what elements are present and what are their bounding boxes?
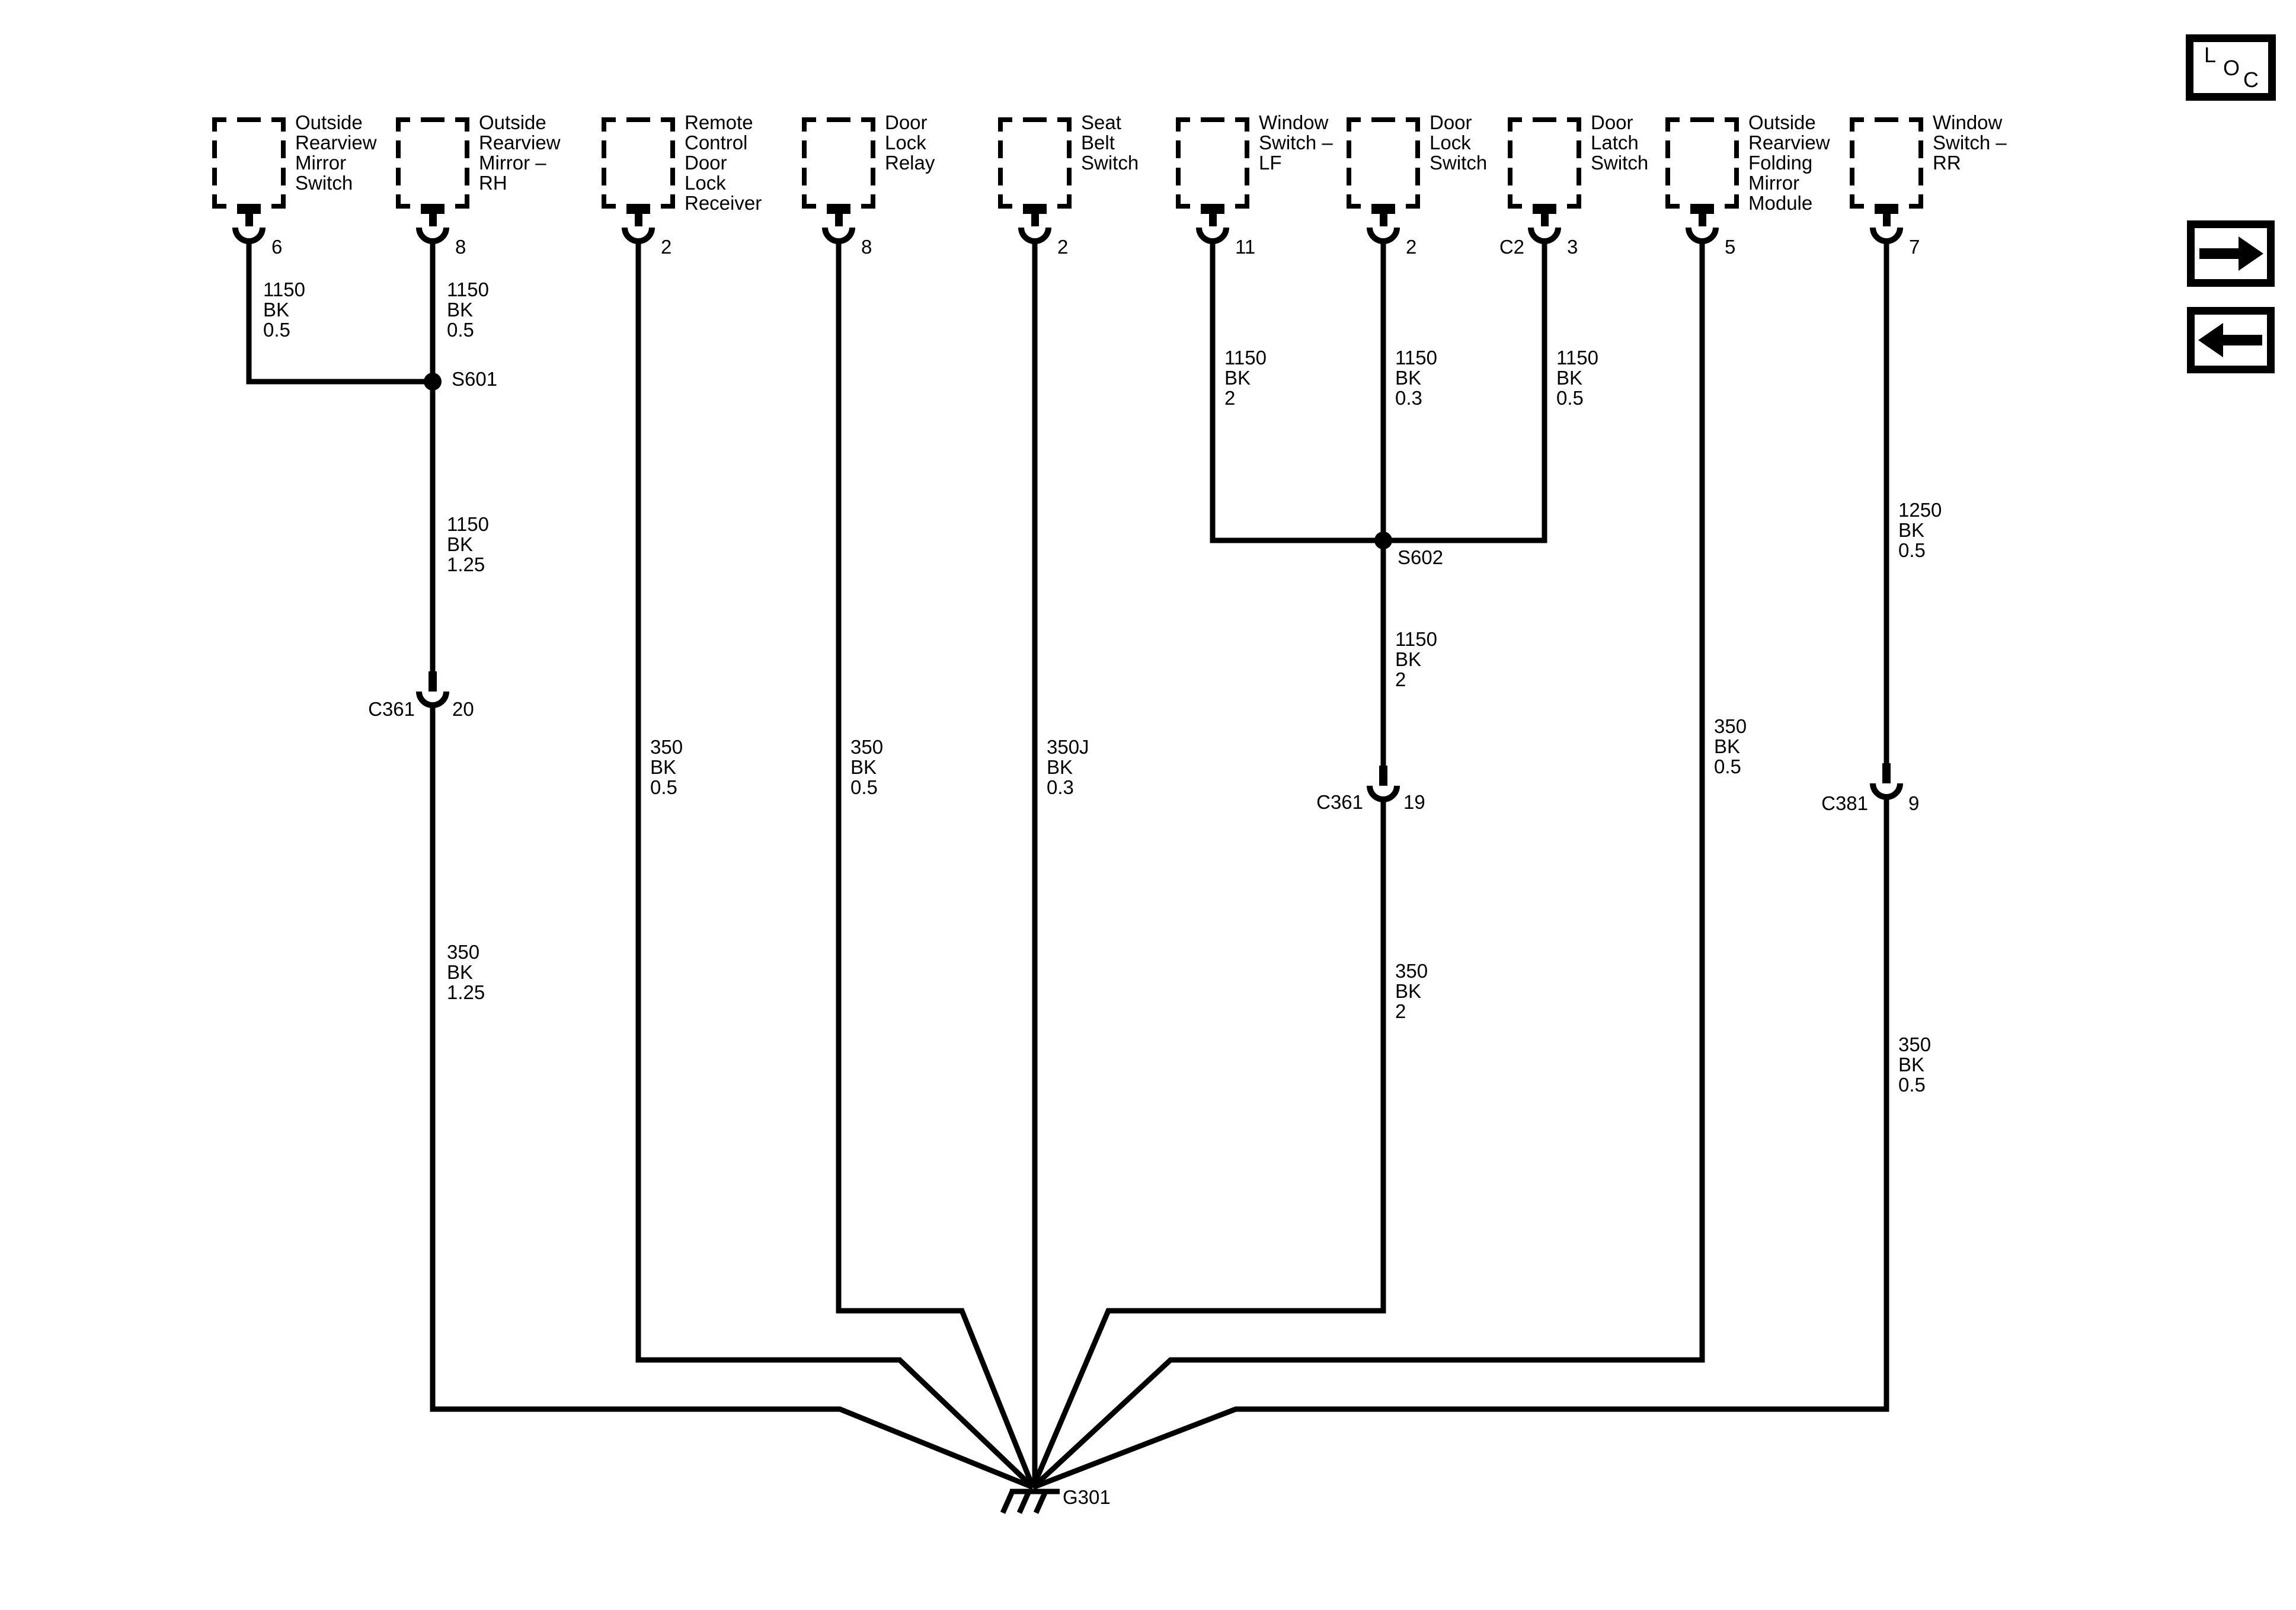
pin-icon-2: [419, 207, 446, 241]
component-label: Door Latch Switch: [1591, 111, 1649, 174]
wire-door-latch-to-s602: [1383, 240, 1547, 543]
component-box-window-switch-rr: [1852, 120, 1921, 206]
component-box-outside-rearview-folding-mirror-module: [1668, 120, 1737, 206]
ground-label-g301: G301: [1063, 1486, 1111, 1508]
inline-connector-icon-c361-20: [419, 671, 446, 705]
wire-label: 350 BK 0.5: [1898, 1033, 1932, 1096]
wire-c381-9-to-ground: [1032, 797, 1889, 1490]
wire-label: 350 BK 0.5: [850, 736, 884, 798]
component-box-seat-belt-switch: [1000, 120, 1069, 206]
wire-label: 1250 BK 0.5: [1898, 499, 1942, 561]
pin-icon-6: [1199, 207, 1226, 241]
component-box-door-lock-switch: [1349, 120, 1418, 206]
splice-dot-s602: [1374, 532, 1392, 549]
pin-number: 8: [455, 236, 466, 258]
pin-icon-4: [825, 207, 852, 241]
ground-icon: [1000, 1489, 1060, 1514]
splice-label-s602: S602: [1398, 546, 1444, 568]
inline-connector-name: C381: [1821, 792, 1868, 814]
wire-window-lf-to-s602: [1210, 240, 1383, 543]
right-arrow-icon: [2199, 236, 2263, 271]
inline-connector-pin: 19: [1403, 791, 1425, 813]
pin-icon-3: [625, 207, 652, 241]
component-label: Window Switch – RR: [1933, 111, 2007, 174]
wire-label: 350 BK 2: [1395, 960, 1428, 1022]
wire-label: 1150 BK 0.3: [1395, 347, 1437, 409]
component-label: Outside Rearview Folding Mirror Module: [1748, 111, 1830, 214]
component-box-door-latch-switch: [1510, 120, 1579, 206]
component-box-outside-rearview-mirror-rh: [398, 120, 467, 206]
component-box-remote-control-door-lock-receiver: [604, 120, 673, 206]
inline-connector-pin: 20: [452, 698, 474, 720]
connector-id-label: C2: [1499, 236, 1524, 258]
wire-seat-belt-switch-to-ground: [1031, 240, 1038, 1490]
wire-door-lock-relay-to-ground: [836, 240, 1036, 1489]
loc-button[interactable]: L O C: [2186, 34, 2276, 101]
component-box-door-lock-relay: [804, 120, 873, 206]
component-box-outside-rearview-mirror-switch: [215, 120, 283, 206]
loc-letter-c: C: [2243, 68, 2259, 92]
component-label: Outside Rearview Mirror – RH: [479, 111, 561, 194]
pin-icon-10: [1873, 207, 1900, 241]
wire-label: 1150 BK 0.5: [1556, 347, 1598, 409]
wire-label: 1150 BK 0.5: [447, 279, 489, 341]
wire-label: 1150 BK 2: [1224, 347, 1267, 409]
wire-c361-19-to-ground: [1030, 799, 1386, 1489]
pin-icon-5: [1021, 207, 1048, 241]
component-label: Window Switch – LF: [1259, 111, 1333, 174]
pin-number: 6: [271, 236, 283, 258]
pin-number: 8: [861, 236, 872, 258]
wire-label: 1150 BK 1.25: [447, 513, 489, 575]
wire-label: 350 BK 0.5: [1714, 715, 1747, 777]
loc-letter-o: O: [2223, 56, 2240, 80]
component-label: Door Lock Relay: [885, 111, 935, 174]
wire-label: 1150 BK 0.5: [263, 279, 305, 341]
wire-label: 350 BK 0.5: [650, 736, 683, 798]
wire-mirror-switch-to-s601: [246, 240, 435, 385]
inline-connector-icon-c361-19: [1370, 766, 1397, 799]
loc-letter-l: L: [2204, 43, 2217, 67]
wire-folding-mirror-module-to-ground: [1031, 240, 1705, 1490]
pin-number: 5: [1725, 236, 1736, 258]
component-label: Outside Rearview Mirror Switch: [295, 111, 377, 194]
inline-connector-name: C361: [368, 698, 415, 720]
nav-forward-button[interactable]: [2187, 220, 2275, 287]
left-arrow-icon: [2198, 323, 2262, 357]
pin-number: 2: [1406, 236, 1417, 258]
pin-number: 2: [661, 236, 672, 258]
pin-icon-9: [1689, 207, 1716, 241]
inline-connector-name: C361: [1316, 791, 1363, 813]
inline-connector-pin: 9: [1908, 792, 1920, 814]
pin-icon-1: [235, 207, 263, 241]
inline-connector-icon-c381-9: [1873, 763, 1900, 797]
nav-back-button[interactable]: [2187, 307, 2275, 373]
pin-icon-7: [1370, 207, 1397, 241]
pin-icon-8: [1531, 207, 1558, 241]
pin-number: 2: [1057, 236, 1069, 258]
pin-number: 7: [1909, 236, 1920, 258]
component-box-window-switch-lf: [1178, 120, 1247, 206]
wire-label: 350J BK 0.3: [1047, 736, 1089, 798]
component-label: Remote Control Door Lock Receiver: [685, 111, 762, 214]
wire-label: 1150 BK 2: [1395, 628, 1437, 690]
wire-receiver-to-ground: [635, 240, 1035, 1490]
wire-c361-20-to-ground: [430, 705, 1034, 1490]
pin-number: 3: [1567, 236, 1578, 258]
component-label: Door Lock Switch: [1430, 111, 1488, 174]
splice-dot-s601: [424, 373, 442, 391]
wire-label: 350 BK 1.25: [447, 941, 485, 1003]
component-label: Seat Belt Switch: [1081, 111, 1139, 174]
pin-number: 11: [1235, 236, 1256, 258]
splice-label-s601: S601: [452, 368, 498, 390]
